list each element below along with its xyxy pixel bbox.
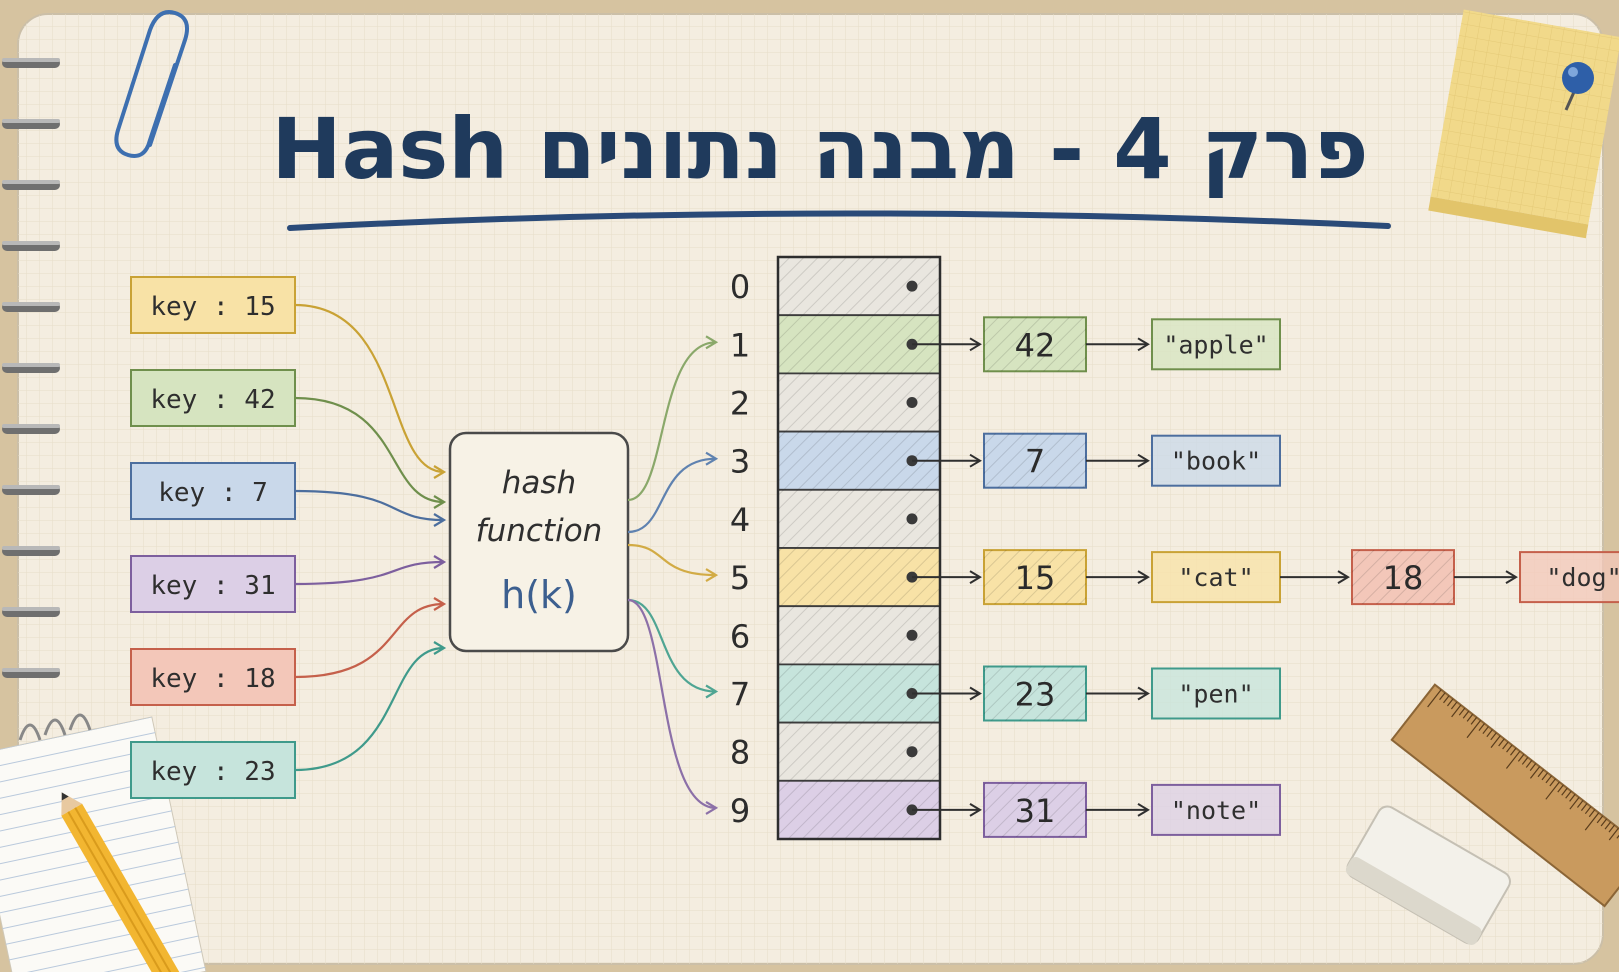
input-arrow bbox=[294, 602, 445, 679]
key-box: key : 31 bbox=[130, 555, 296, 613]
index-label: 4 bbox=[730, 501, 750, 539]
input-arrow bbox=[294, 489, 445, 522]
pointer-dot bbox=[906, 397, 918, 408]
chain-value-label: "book" bbox=[1171, 447, 1261, 476]
chain-value-node: "book" bbox=[1151, 434, 1281, 487]
key-label: key : 23 bbox=[150, 757, 275, 787]
bucket-chain: 42 "apple" bbox=[912, 316, 1281, 373]
chain-value-node: "cat" bbox=[1151, 551, 1281, 604]
chain-key-label: 42 bbox=[1015, 326, 1056, 364]
output-arrow bbox=[627, 341, 717, 502]
hash-function-line1: hash bbox=[502, 465, 576, 501]
table-row bbox=[777, 721, 941, 782]
key-label: key : 42 bbox=[150, 385, 275, 415]
index-labels: 0 1 2 3 4 5 6 7 8 9 bbox=[730, 268, 750, 830]
chain-value-label: "pen" bbox=[1178, 680, 1253, 709]
chain-key-label: 7 bbox=[1025, 443, 1045, 481]
table-row bbox=[777, 314, 941, 375]
chain-key-label: 31 bbox=[1015, 792, 1056, 830]
hash-table bbox=[776, 255, 942, 841]
key-box: key : 18 bbox=[130, 648, 296, 706]
chain-key-node: 42 bbox=[983, 316, 1087, 373]
key-box: key : 23 bbox=[130, 741, 296, 799]
ruler-icon bbox=[1390, 683, 1619, 908]
chain-value-label: "apple" bbox=[1163, 330, 1268, 359]
chain-key-node: 15 bbox=[983, 549, 1087, 606]
chain-key-node: 31 bbox=[983, 781, 1087, 838]
chain-key-node: 23 bbox=[983, 665, 1087, 722]
chain-key-label: 18 bbox=[1383, 559, 1424, 597]
title-underline bbox=[287, 210, 1391, 231]
chain-key-node: 18 bbox=[1351, 549, 1455, 606]
key-label: key : 18 bbox=[150, 664, 275, 694]
chain-key-node: 7 bbox=[983, 432, 1087, 489]
table-row bbox=[777, 605, 941, 666]
index-label: 2 bbox=[730, 385, 750, 423]
input-arrow bbox=[294, 646, 445, 772]
bucket-chain: 7 "book" bbox=[912, 432, 1281, 489]
bucket-chains: 42 "apple" 7 "book" 15 "cat" 18 "dog" 23 "pen" 31 "… bbox=[912, 316, 1619, 838]
index-label: 7 bbox=[730, 676, 750, 714]
index-label: 8 bbox=[730, 734, 750, 772]
output-arrow bbox=[627, 457, 717, 534]
input-arrows bbox=[294, 303, 447, 772]
page-title: פרק 4 - מבנה נתונים Hash bbox=[271, 100, 1368, 198]
index-label: 6 bbox=[730, 617, 750, 655]
key-box: key : 42 bbox=[130, 369, 296, 427]
spiral-binding bbox=[2, 58, 60, 678]
eraser-icon bbox=[1345, 805, 1511, 945]
bucket-chain: 31 "note" bbox=[912, 781, 1281, 838]
chain-value-node: "note" bbox=[1151, 783, 1281, 836]
chain-value-node: "dog" bbox=[1519, 551, 1619, 604]
pointer-dot bbox=[906, 629, 918, 641]
bucket-chain: 23 "pen" bbox=[912, 665, 1281, 722]
pointer-dot bbox=[906, 280, 918, 292]
paperclip-icon bbox=[114, 10, 189, 158]
hash-function-box: hash function h(k) bbox=[448, 431, 630, 653]
output-arrow bbox=[627, 598, 717, 693]
chain-value-label: "cat" bbox=[1178, 563, 1253, 592]
output-arrow bbox=[627, 543, 717, 577]
index-label: 9 bbox=[730, 792, 750, 830]
pointer-dot bbox=[906, 513, 918, 525]
hash-function-formula: h(k) bbox=[501, 573, 577, 617]
index-label: 1 bbox=[730, 326, 750, 364]
index-label: 0 bbox=[730, 268, 750, 306]
output-arrow bbox=[627, 598, 717, 809]
pencil-icon bbox=[61, 792, 183, 972]
chain-value-node: "apple" bbox=[1151, 318, 1281, 371]
table-row bbox=[777, 256, 941, 317]
key-list: key : 15 key : 42 key : 7 key : 31 key : 18 k… bbox=[130, 276, 296, 799]
table-row bbox=[777, 372, 941, 433]
chain-key-label: 23 bbox=[1015, 676, 1056, 714]
pointer-dot bbox=[906, 746, 918, 758]
bucket-chain: 15 "cat" 18 "dog" bbox=[912, 549, 1619, 606]
table-row bbox=[777, 488, 941, 549]
output-arrows bbox=[627, 335, 719, 815]
pushpin-icon bbox=[1562, 62, 1594, 111]
input-arrow bbox=[294, 303, 445, 474]
input-arrow bbox=[294, 396, 445, 504]
key-box: key : 7 bbox=[130, 462, 296, 520]
hash-function-line2: function bbox=[476, 513, 603, 549]
key-box: key : 15 bbox=[130, 276, 296, 334]
index-label: 3 bbox=[730, 443, 750, 481]
chain-value-node: "pen" bbox=[1151, 667, 1281, 720]
chain-value-label: "dog" bbox=[1546, 563, 1619, 592]
chain-key-label: 15 bbox=[1015, 559, 1056, 597]
key-label: key : 7 bbox=[158, 478, 268, 508]
key-label: key : 31 bbox=[150, 571, 275, 601]
index-label: 5 bbox=[730, 559, 750, 597]
chain-value-label: "note" bbox=[1171, 796, 1261, 825]
input-arrow bbox=[294, 560, 445, 586]
key-label: key : 15 bbox=[150, 292, 275, 322]
